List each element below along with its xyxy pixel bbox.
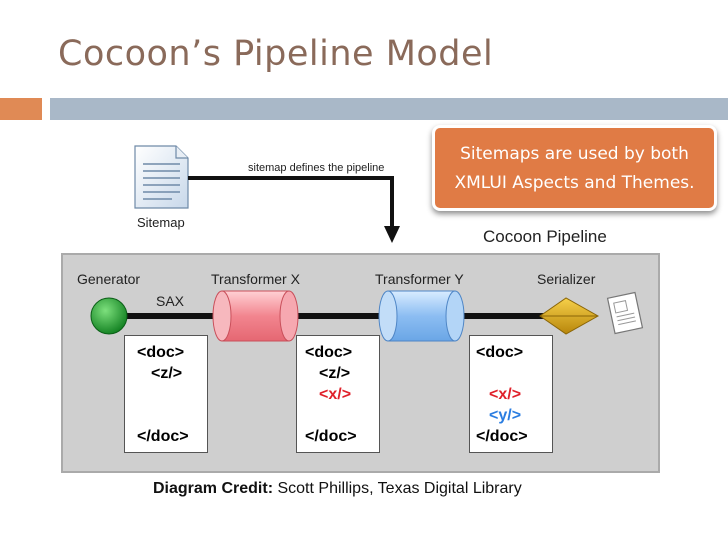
doc2-open-tag: <doc> (305, 344, 353, 361)
output-document-icon (606, 291, 644, 335)
credit-label: Diagram Credit: (153, 480, 274, 497)
callout-box: Sitemaps are used by both XMLUI Aspects … (432, 125, 717, 211)
generator-label: Generator (77, 271, 141, 287)
generator-node (90, 297, 128, 335)
document-2: <doc> <z/> <x/> </doc> (296, 335, 380, 453)
sitemap-document-icon (134, 145, 189, 209)
doc3-open-tag: <doc> (476, 344, 524, 361)
doc2-z-tag: <z/> (319, 365, 351, 382)
doc3-close-tag: </doc> (476, 428, 528, 445)
transformer-x-label: Transformer X (211, 271, 300, 287)
credit-text: Scott Phillips, Texas Digital Library (277, 480, 522, 497)
accent-bar (0, 98, 42, 120)
doc3-x-tag: <x/> (489, 386, 522, 403)
sax-label: SAX (156, 293, 185, 309)
serializer-label: Serializer (537, 271, 596, 287)
doc3-y-tag: <y/> (489, 407, 522, 424)
diagram-credit: Diagram Credit: Scott Phillips, Texas Di… (153, 480, 522, 498)
doc2-x-tag: <x/> (319, 386, 352, 403)
transformer-y-cylinder (378, 290, 465, 342)
transformer-x-cylinder (212, 290, 299, 342)
serializer-node (539, 297, 600, 335)
pipeline-title: Cocoon Pipeline (483, 227, 607, 246)
sitemap-arrow (188, 176, 400, 243)
doc1-z-tag: <z/> (151, 365, 183, 382)
callout-line-1: Sitemaps are used by both (460, 144, 689, 164)
sitemap-label: Sitemap (137, 215, 185, 230)
callout-line-2: XMLUI Aspects and Themes. (454, 173, 695, 193)
doc1-close-tag: </doc> (137, 428, 189, 445)
title-rule (50, 98, 728, 120)
sitemap-arrow-label: sitemap defines the pipeline (248, 162, 385, 174)
document-1: <doc> <z/> </doc> (124, 335, 208, 453)
slide-title: Cocoon’s Pipeline Model (58, 34, 494, 74)
transformer-y-label: Transformer Y (375, 271, 464, 287)
document-3: <doc> <x/> <y/> </doc> (469, 335, 553, 453)
doc2-close-tag: </doc> (305, 428, 357, 445)
doc1-open-tag: <doc> (137, 344, 185, 361)
